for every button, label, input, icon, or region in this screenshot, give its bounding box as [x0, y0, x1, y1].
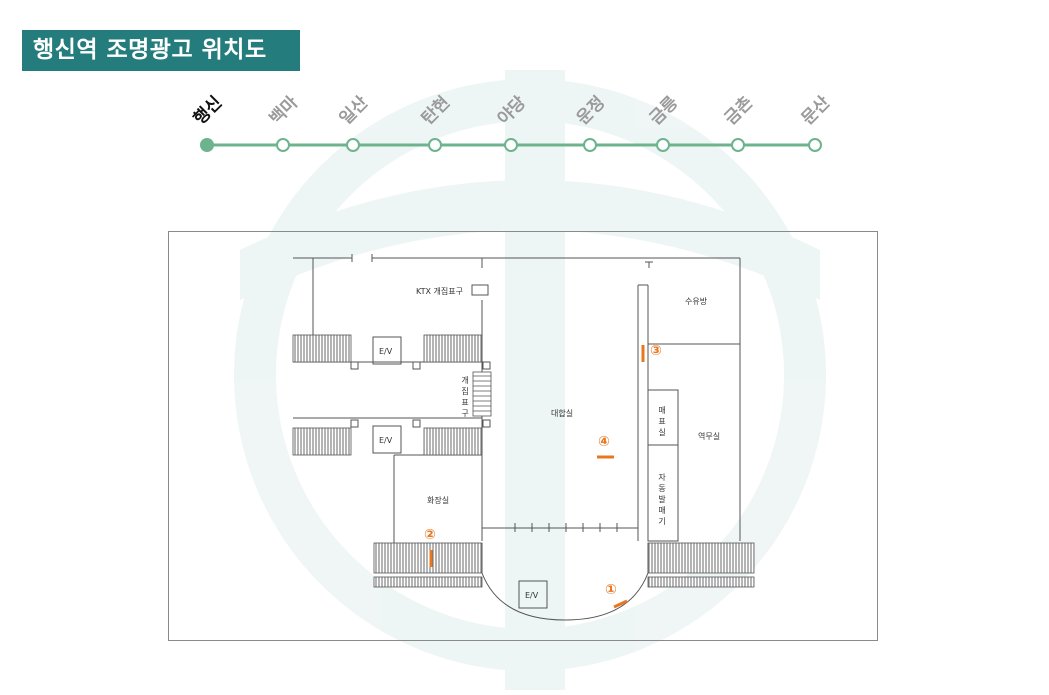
room-ticket-office: 매표실 — [658, 406, 666, 437]
floorplan-frame — [168, 231, 878, 641]
ad-marker-2[interactable]: ② — [424, 527, 436, 543]
station-dot-geumneung[interactable] — [656, 138, 670, 152]
elevator-3: E/V — [525, 591, 539, 600]
ad-marker-4[interactable]: ④ — [598, 434, 610, 450]
station-dot-ilsan[interactable] — [346, 138, 360, 152]
room-waiting: 대합실 — [551, 409, 574, 418]
room-gate: 개집표구 — [461, 376, 469, 418]
room-nursing: 수유방 — [685, 297, 708, 306]
room-station-office: 역무실 — [698, 432, 721, 441]
elevator-1: E/V — [379, 347, 393, 356]
page-title: 행신역 조명광고 위치도 — [22, 30, 300, 71]
route-line — [200, 138, 822, 152]
station-dot-haengsin[interactable] — [200, 138, 214, 152]
station-dot-munsan[interactable] — [808, 138, 822, 152]
elevator-2: E/V — [379, 436, 393, 445]
room-restroom: 화장실 — [427, 496, 450, 505]
station-dot-baengma[interactable] — [276, 138, 290, 152]
room-ktx-gate: KTX 개집표구 — [416, 287, 463, 296]
station-dot-geumchon[interactable] — [731, 138, 745, 152]
station-dot-yadang[interactable] — [504, 138, 518, 152]
ad-marker-1[interactable]: ① — [605, 582, 617, 598]
station-dot-unjeong[interactable] — [583, 138, 597, 152]
ad-marker-bar-1 — [613, 599, 628, 609]
station-dot-tanhyeon[interactable] — [428, 138, 442, 152]
ad-marker-3[interactable]: ③ — [650, 343, 662, 359]
room-vending: 자동발매기 — [658, 473, 666, 526]
